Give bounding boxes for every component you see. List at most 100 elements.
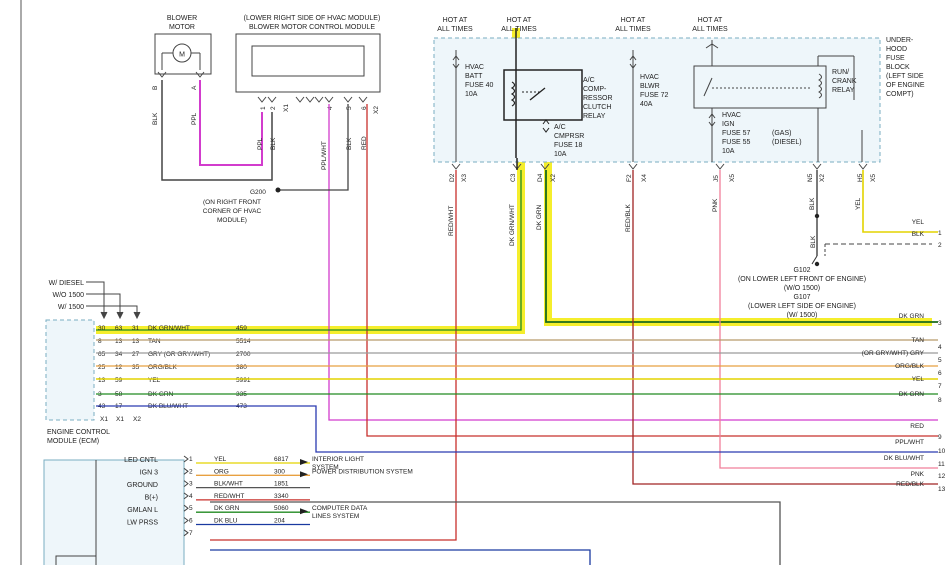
hot-4-line-1: HOT AT (698, 17, 723, 24)
hot-2-line-2: ALL TIMES (501, 26, 537, 33)
g102-loc: (ON LOWER LEFT FRONT OF ENGINE) (738, 276, 866, 283)
ecm-pin-c: 13 (132, 338, 140, 345)
wire-red (366, 104, 938, 437)
g102-id: G102 (793, 267, 810, 274)
run-crank-3: RELAY (832, 87, 855, 94)
ac-relay-2: COMP- (583, 86, 607, 93)
arrow-right-icon (300, 508, 308, 515)
ecm-variant-diesel: W/ DIESEL (49, 280, 85, 287)
ac-fuse-3: FUSE 18 (554, 142, 583, 149)
right-label-wire: (OR GRY/WHT) GRY (862, 350, 925, 357)
run-crank-box (693, 65, 827, 109)
blower-wire-blk: BLK (152, 112, 159, 125)
ac-relay-4: CLUTCH (583, 104, 611, 111)
fuse-block-label-2: HOOD (886, 46, 907, 53)
wire-blk-g200 (280, 104, 349, 191)
right-label-num: 5 (938, 357, 942, 364)
module2-pin-icon (183, 529, 189, 537)
g200-loc-2: CORNER OF HVAC (203, 208, 262, 215)
module2-circuit: 204 (274, 518, 285, 525)
right-label-num: 13 (938, 486, 946, 493)
g107-loc: (LOWER LEFT SIDE OF ENGINE) (748, 303, 856, 310)
bmcm-box (235, 33, 381, 93)
run-crank-1: RUN/ (832, 69, 849, 76)
right-label-num: 8 (938, 397, 942, 404)
fuse-block-label-1: UNDER- (886, 37, 914, 44)
ecm-pin-a: 25 (98, 364, 106, 371)
bmcm-conn-x1: X1 (283, 104, 290, 112)
right-label-num: 10 (938, 448, 946, 455)
fuse-block-box (433, 37, 881, 163)
module2-pin: 5 (189, 505, 193, 512)
splice-icon (814, 213, 820, 219)
ecm-conn-3: X2 (133, 416, 141, 423)
ecm-circuit: 2700 (236, 351, 251, 358)
batt-fuse-1: HVAC (465, 64, 484, 71)
bmcm-pin-5: 5 (346, 106, 353, 110)
term-d2-conn: X3 (461, 174, 468, 182)
right-label-num: 3 (938, 320, 942, 327)
module2-item: IGN 3 (140, 470, 158, 477)
bmcm-wire-blk: BLK (270, 137, 277, 150)
fuse-block: UNDER- HOOD FUSE BLOCK (LEFT SIDE OF ENG… (433, 17, 925, 163)
module2-wire-color: DK GRN (214, 505, 240, 512)
module2-pin: 7 (189, 530, 193, 537)
ecm-pin-b: 12 (115, 364, 123, 371)
blower-motor-title-1: BLOWER (167, 15, 197, 22)
right-label-num: 6 (938, 370, 942, 377)
ign-fuse-2: IGN (722, 121, 734, 128)
blower-motor-title-2: MOTOR (169, 24, 195, 31)
module2-item: B(+) (145, 495, 158, 502)
batt-fuse-2: BATT (465, 73, 483, 80)
ecm-variant-w1500: W/ 1500 (58, 304, 84, 311)
g200-loc-3: MODULE) (217, 217, 247, 224)
ecm-pin-a: 30 (98, 325, 106, 332)
ecm: W/ DIESEL W/O 1500 W/ 1500 ENGINE CONTRO… (45, 280, 251, 445)
arrow-right-icon (300, 459, 308, 465)
fuse-block-label-4: BLOCK (886, 64, 910, 71)
right-label-num: 2 (938, 242, 942, 249)
module2-wire-color: RED/WHT (214, 493, 244, 500)
module2-circuit: 5060 (274, 505, 289, 512)
ecm-circuit: 5991 (236, 377, 251, 384)
ecm-wire-color: GRY (OR GRY/WHT) (148, 351, 210, 358)
bmcm-inner (251, 45, 365, 77)
right-label-num: 7 (938, 383, 942, 390)
ac-fuse-4: 10A (554, 151, 567, 158)
blower-pin-a: A (191, 85, 198, 90)
bmcm-pin-1: 1 (260, 106, 267, 110)
right-label-wire: YEL (912, 376, 925, 383)
ign-fuse-1: HVAC (722, 112, 741, 119)
blower-motor: BLOWER MOTOR M B A BLK PPL (152, 15, 212, 125)
ecm-pin-b: 59 (115, 377, 123, 384)
wire-label-yel: YEL (855, 197, 862, 210)
right-label-wire: RED (910, 423, 924, 430)
ecm-circuit: 459 (236, 325, 247, 332)
fuse-block-label-6: OF ENGINE (886, 82, 925, 89)
module2-pin-icon (183, 480, 189, 487)
blwr-fuse-1: HVAC (640, 74, 659, 81)
module2-circuit: 6817 (274, 456, 289, 463)
ecm-pin-b: 34 (115, 351, 123, 358)
ecm-wire-color: ORG/BLK (148, 364, 178, 371)
right-label-num: 4 (938, 344, 942, 351)
hot-1-line-1: HOT AT (443, 17, 468, 24)
right-label-num: 11 (938, 461, 945, 468)
ign-note-gas: (GAS) (772, 130, 791, 137)
batt-fuse-4: 10A (465, 91, 478, 98)
run-crank-2: CRANK (832, 78, 857, 85)
right-label-wire: PPL/WHT (895, 439, 924, 446)
term-d4-conn: X2 (550, 174, 557, 182)
module2-row: 7 (183, 529, 193, 537)
module2-item: LW PRSS (127, 520, 158, 527)
term-c3: C3 (510, 173, 517, 182)
wire-dk-blu-module2 (210, 549, 591, 565)
bmcm: (LOWER RIGHT SIDE OF HVAC MODULE) BLOWER… (235, 15, 381, 170)
ecm-conn-2: X1 (116, 416, 124, 423)
